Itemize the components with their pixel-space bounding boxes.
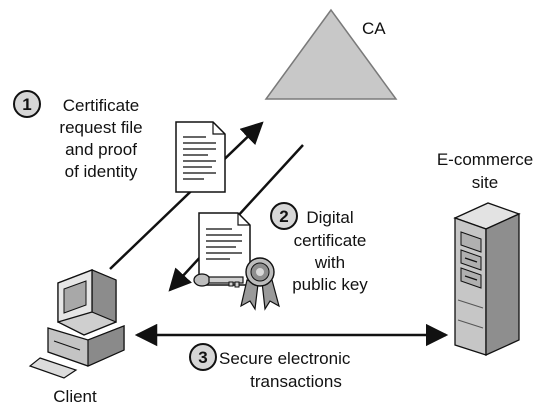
- client-node: Client: [28, 269, 125, 406]
- step-1: 1 Certificate request file and proof of …: [13, 90, 143, 181]
- key-icon: [193, 273, 244, 288]
- ecommerce-label-line-2: site: [472, 173, 498, 192]
- step-1-line-1: Certificate: [63, 96, 140, 115]
- ca-node: CA: [264, 8, 398, 100]
- request-arrow: [109, 121, 264, 270]
- step-1-badge: [13, 90, 41, 118]
- step-1-line-3: and proof: [65, 140, 137, 159]
- step-3-line-2: transactions: [250, 372, 342, 391]
- server-icon: [453, 202, 521, 357]
- ca-triangle-icon: [264, 8, 398, 100]
- step-2-line-4: public key: [292, 275, 368, 294]
- request-document-icon: [175, 121, 226, 193]
- step-2-line-1: Digital: [306, 208, 353, 227]
- step-1-line-4: of identity: [65, 162, 138, 181]
- seal-icon: [240, 257, 280, 311]
- ca-label: CA: [362, 19, 386, 38]
- ecommerce-node: E-commerce site: [437, 150, 533, 357]
- step-2-line-3: with: [314, 253, 345, 272]
- step-2-line-2: certificate: [294, 231, 367, 250]
- step-2-badge: [270, 202, 298, 230]
- computer-icon: [28, 269, 125, 379]
- step-2-number: 2: [279, 207, 288, 226]
- ecommerce-label-line-1: E-commerce: [437, 150, 533, 169]
- step-1-line-2: request file: [59, 118, 142, 137]
- step-3-number: 3: [198, 348, 207, 367]
- certificate-icon: [198, 212, 251, 286]
- step-3: 3 Secure electronic transactions: [189, 343, 351, 391]
- step-2: 2 Digital certificate with public key: [270, 202, 368, 294]
- step-1-number: 1: [22, 95, 31, 114]
- client-label: Client: [53, 387, 97, 406]
- step-3-badge: [189, 343, 217, 371]
- step-3-line-1: Secure electronic: [219, 349, 351, 368]
